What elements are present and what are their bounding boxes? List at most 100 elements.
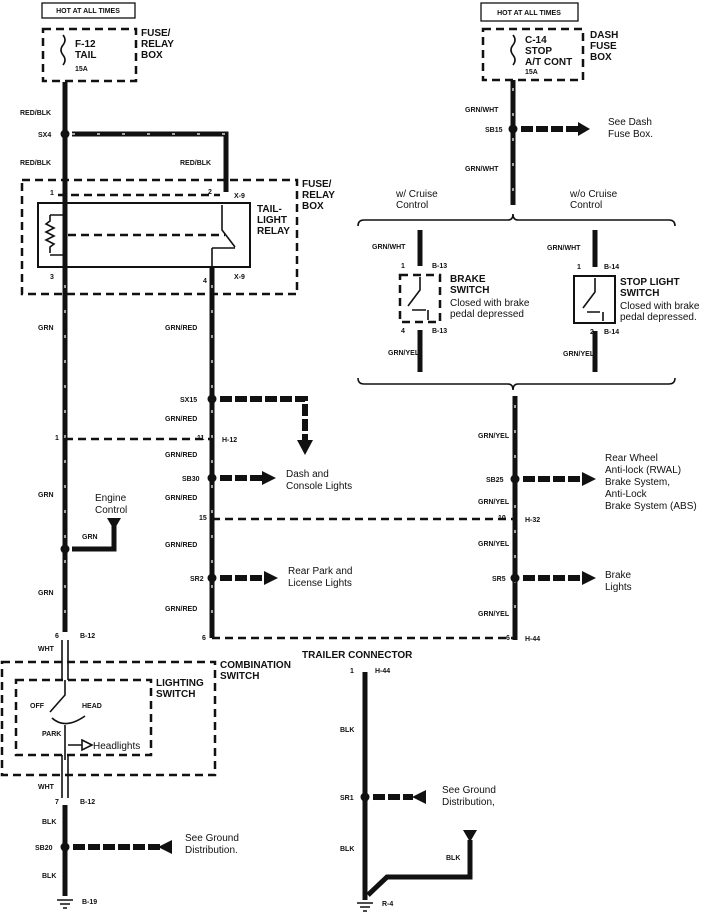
ground-dist-label: See Ground: [185, 833, 239, 844]
see-dash-label: See Dash: [608, 117, 652, 128]
wire-label: GRN/WHT: [465, 166, 499, 173]
ground-icon: [57, 899, 73, 909]
pin-label: 7: [55, 799, 59, 806]
option-label: Control: [396, 200, 428, 211]
splice-label: SB20: [35, 845, 53, 852]
headlights-arrow-icon: [68, 738, 94, 752]
wire-wht: [61, 755, 69, 798]
brake-lights-label: Lights: [605, 582, 632, 593]
wire-label: GRN/RED: [165, 542, 197, 549]
relay-contact-icon: [211, 205, 236, 268]
wire-label: GRN: [82, 534, 98, 541]
arrow-right-icon: [578, 122, 590, 136]
wire-label: WHT: [38, 646, 55, 653]
wire-label: BLK: [42, 819, 56, 826]
dash-fuse-box-label: BOX: [590, 52, 612, 63]
pin-label: 15: [199, 515, 207, 522]
stop-light-switch-desc: pedal depressed.: [620, 312, 697, 323]
wire-label: GRN/WHT: [547, 245, 581, 252]
connector-label: B-12: [80, 633, 95, 640]
fuse-f12-symbol: [60, 34, 66, 66]
option-label: Control: [570, 200, 602, 211]
brake-switch-box: [398, 273, 442, 324]
switch-position-park: PARK: [42, 731, 61, 738]
pin-label: 1: [577, 264, 581, 271]
pin-label: 1: [401, 263, 405, 270]
headlights-label: Headlights: [93, 741, 140, 752]
combination-switch-label: COMBINATION: [220, 660, 291, 671]
wire-label: RED/BLK: [20, 110, 51, 117]
wire-sx15-branch: [220, 396, 308, 440]
wire-label: GRN/RED: [165, 452, 197, 459]
fuse-name: TAIL: [75, 50, 96, 61]
option-bracket-bottom: [357, 377, 676, 391]
wire-label: GRN: [38, 590, 54, 597]
hot-at-all-times-box-right: [480, 2, 579, 22]
pin-label: 11: [197, 435, 205, 442]
splice-sx4: [60, 129, 70, 139]
see-dash-label: Fuse Box.: [608, 129, 653, 140]
pin-label: 4: [203, 278, 207, 285]
wire-label: GRN/WHT: [465, 107, 499, 114]
connector-label: B-19: [82, 899, 97, 906]
splice-label: SX4: [38, 132, 51, 139]
brake-switch-icon: [407, 277, 429, 320]
splice-sb20: [60, 842, 70, 852]
connector-label: B-14: [604, 329, 619, 336]
connector-label: B-12: [80, 799, 95, 806]
connector-label: H-32: [525, 517, 540, 524]
dash-fuse-box-label: FUSE: [590, 41, 617, 52]
brake-switch-label: SWITCH: [450, 285, 489, 296]
splice-sr5: [510, 573, 520, 583]
hot-label-left: HOT AT ALL TIMES: [56, 8, 120, 15]
abs-label: Anti-Lock: [605, 489, 648, 500]
pin-label: 2: [208, 189, 212, 196]
tail-light-relay: [37, 202, 251, 268]
splice-sr1: [360, 792, 370, 802]
destination-label: Rear Park and: [288, 566, 352, 577]
fuse-rating: 15A: [75, 66, 88, 73]
dash-fuse-box-label: DASH: [590, 30, 618, 41]
connector-label: H-12: [222, 437, 237, 444]
pin-label: 1: [350, 668, 354, 675]
wire-label: BLK: [446, 855, 460, 862]
splice-sb30: [207, 473, 217, 483]
wire-label: WHT: [38, 784, 55, 791]
wire-label: BLK: [42, 873, 56, 880]
fuse-id: F-12: [75, 39, 96, 50]
lighting-switch-label: SWITCH: [156, 689, 195, 700]
fuse-id: C-14: [525, 35, 547, 46]
splice-label: SR5: [492, 576, 506, 583]
splice-label: SB30: [182, 476, 200, 483]
splice-sx15: [207, 394, 217, 404]
wire-label: GRN/YEL: [388, 350, 420, 357]
wire-label: GRN/YEL: [563, 351, 595, 358]
fuse-box-label: FUSE/: [141, 28, 171, 39]
splice-label: SR2: [190, 576, 204, 583]
arrow-up-icon: [107, 518, 121, 530]
relay-coil-icon: [44, 205, 66, 265]
brake-switch-label: BRAKE: [450, 274, 486, 285]
splice-label: SB15: [485, 127, 503, 134]
splice-engine-control: [60, 544, 70, 554]
arrow-left-icon: [158, 840, 172, 854]
connector-label: R-4: [382, 901, 393, 908]
abs-label: Anti-lock (RWAL): [605, 465, 681, 476]
wire-label: GRN/RED: [165, 416, 197, 423]
wire-label: GRN/RED: [165, 495, 197, 502]
splice-label: SX15: [180, 397, 197, 404]
relay-box-label: FUSE/: [302, 179, 332, 190]
abs-label: Rear Wheel: [605, 453, 658, 464]
pin-label: 1: [55, 435, 59, 442]
ground-icon: [357, 902, 373, 912]
wire-label: GRN: [38, 492, 54, 499]
arrow-right-icon: [264, 571, 278, 585]
fuse-relay-box-top: [41, 27, 138, 83]
splice-sb25: [510, 474, 520, 484]
wire-label: GRN/WHT: [372, 244, 406, 251]
stop-light-switch-icon: [582, 278, 604, 321]
fuse-box-label: RELAY: [141, 39, 174, 50]
wire-grn-engine: [72, 526, 117, 552]
switch-position-off: OFF: [30, 703, 45, 710]
